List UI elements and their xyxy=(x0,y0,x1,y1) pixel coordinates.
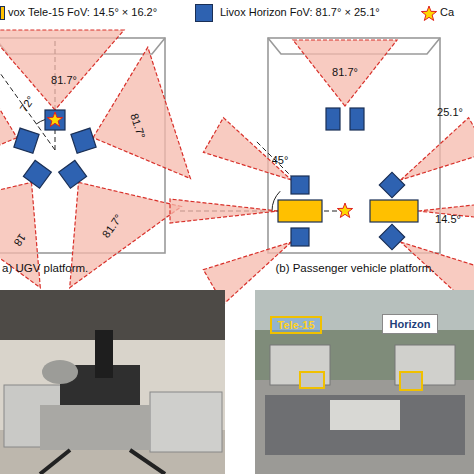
horizon-sensor xyxy=(203,118,320,209)
angle-label: 81.7° xyxy=(51,74,77,86)
tag-text: Tele-15 xyxy=(277,319,314,331)
camera-star xyxy=(47,112,62,126)
illustration-shape xyxy=(130,450,165,474)
illustration-shape xyxy=(300,372,324,388)
illustration-shape xyxy=(23,160,51,188)
vehicle-photo xyxy=(255,290,474,474)
legend-text: Ca xyxy=(440,6,454,18)
illustration-shape xyxy=(330,400,400,430)
fov-cone xyxy=(170,199,278,223)
illustration-shape xyxy=(14,128,39,153)
legend-text: vox Tele-15 FoV: 14.5° × 16.2° xyxy=(8,6,157,18)
illustration-shape xyxy=(150,392,222,452)
illustration-shape xyxy=(0,47,38,203)
horizon-sensor xyxy=(350,108,364,130)
illustration-shape xyxy=(95,330,113,378)
legend-text: Livox Horizon FoV: 81.7° × 25.1° xyxy=(220,6,380,18)
horizon-sensor xyxy=(0,47,57,209)
camera-star xyxy=(337,203,352,217)
illustration-shape xyxy=(0,290,225,474)
illustration-shape xyxy=(265,395,465,455)
angle-label: 81.7° xyxy=(332,66,358,78)
illustration-shape xyxy=(59,160,87,188)
angle-label: 25.1° xyxy=(437,106,463,118)
panel-caption: a) UGV platform. xyxy=(2,262,88,274)
illustration-shape xyxy=(255,290,474,474)
horizon-sensor xyxy=(0,126,99,288)
ugv-photo xyxy=(0,290,225,474)
illustration-shape xyxy=(0,142,87,288)
panel-caption: (b) Passenger vehicle platform. xyxy=(275,262,434,274)
tele15-sensor xyxy=(278,200,322,222)
horizon-sensor xyxy=(0,30,124,130)
illustration-shape xyxy=(379,172,404,197)
angle-label: 45° xyxy=(272,154,289,166)
illustration-shape xyxy=(255,290,474,330)
fov-cone xyxy=(293,40,397,106)
illustration-shape xyxy=(40,450,70,474)
illustration-shape xyxy=(42,360,78,384)
tag-text: Horizon xyxy=(390,318,431,330)
illustration-shape xyxy=(291,228,309,246)
illustration-shape xyxy=(71,128,96,153)
photo-tag: Horizon xyxy=(382,314,438,334)
horizon-sensor xyxy=(372,118,474,208)
illustration-shape xyxy=(255,380,474,474)
angle-label: 72° xyxy=(17,94,36,115)
illustration-shape xyxy=(203,118,301,198)
tele15-sensor xyxy=(370,200,418,222)
angle-label: 14.5° xyxy=(435,213,461,225)
horizon-sensor xyxy=(53,47,191,209)
legend-star xyxy=(420,4,438,22)
illustration-shape xyxy=(400,372,422,390)
illustration-shape xyxy=(0,30,124,110)
illustration-shape xyxy=(72,47,191,203)
legend-swatch xyxy=(195,4,213,22)
illustration-shape xyxy=(379,224,404,249)
vehicle-outline xyxy=(268,38,440,253)
illustration-shape xyxy=(45,110,65,130)
illustration-shape xyxy=(291,176,309,194)
star-symbol xyxy=(421,6,436,20)
horizon-sensor xyxy=(326,108,340,130)
illustration-shape xyxy=(268,38,440,253)
illustration-shape xyxy=(40,405,150,450)
photo-tag: Tele-15 xyxy=(270,316,322,334)
legend-swatch xyxy=(0,6,5,20)
